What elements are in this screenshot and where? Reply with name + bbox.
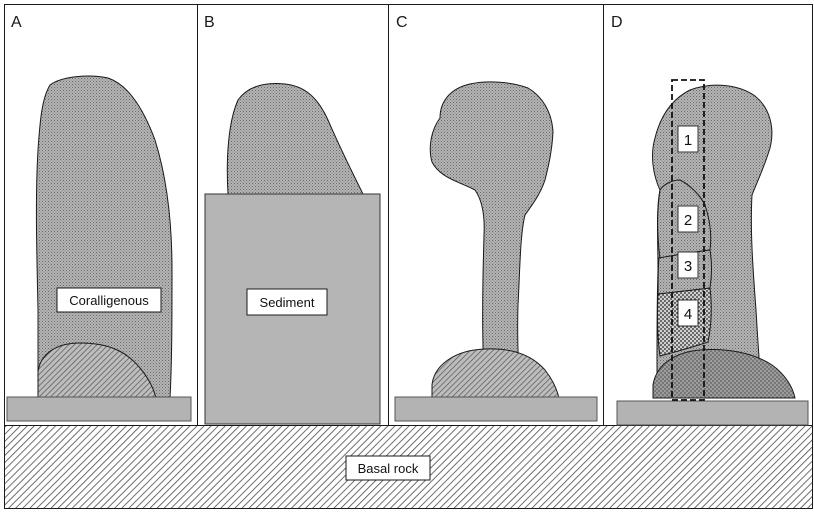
- panel-letter-d: D: [611, 14, 623, 31]
- panel-letter-a: A: [11, 14, 22, 31]
- base-strip-a: [7, 397, 191, 421]
- base-strip-d: [617, 401, 808, 425]
- basal-rock-label: Basal rock: [358, 461, 419, 476]
- core-section-label-2: 2: [684, 212, 692, 229]
- base-strip-c: [395, 397, 597, 421]
- panel-letter-c: C: [396, 14, 408, 31]
- core-section-label-4: 4: [684, 306, 692, 323]
- panel-letter-b: B: [204, 14, 215, 31]
- core-section-label-3: 3: [684, 258, 692, 275]
- core-section-label-1: 1: [684, 132, 692, 149]
- sediment-label: Sediment: [260, 295, 315, 310]
- coralligenous-label: Coralligenous: [69, 293, 149, 308]
